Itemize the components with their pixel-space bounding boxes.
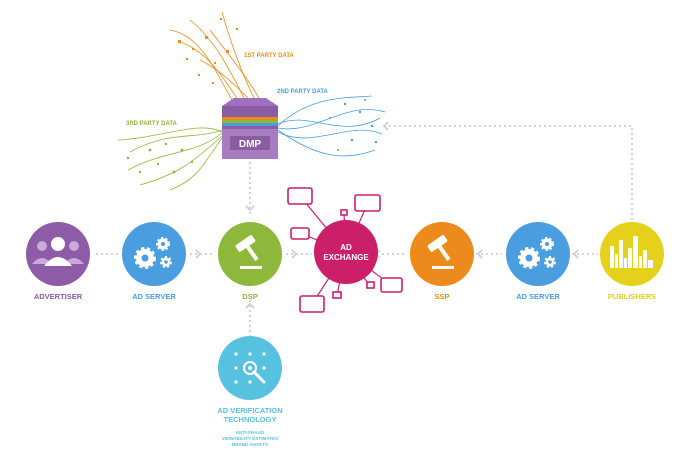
gavel-icon <box>235 235 262 269</box>
advertiser-label: ADVERTISER <box>34 292 83 301</box>
first-party-data-dots <box>178 18 238 84</box>
ad-server-right-label: AD SERVER <box>516 292 560 301</box>
first-party-data-stream <box>169 11 261 101</box>
dsp-label: DSP <box>242 292 257 301</box>
gears-icon <box>134 237 172 269</box>
gears-icon <box>518 237 556 269</box>
verification-sub-anti-fraud: ANTI-FRAUD <box>236 430 265 435</box>
magnifier-icon <box>234 352 266 384</box>
ad-exchange-label-line1: AD <box>340 243 352 252</box>
dsp-node <box>218 222 282 286</box>
connector-arrows <box>195 121 579 309</box>
verification-title-line2: TECHNOLOGY <box>224 415 277 424</box>
gavel-icon <box>427 235 454 269</box>
ad-exchange-label-line2: EXCHANGE <box>323 253 369 262</box>
third-party-data-label: 3RD PARTY DATA <box>126 121 178 127</box>
dmp-label: DMP <box>239 139 262 150</box>
skyline-icon <box>610 236 653 268</box>
connectors <box>96 125 633 336</box>
ssp-label: SSP <box>434 292 449 301</box>
verification-sub-viewability: VIEWABILITY ESTIMATES <box>222 436 279 441</box>
first-party-data-label: 1ST PARTY DATA <box>244 53 295 59</box>
advertiser-node <box>26 222 90 286</box>
verification-sub-brand-safety: BRAND-SAFETY <box>232 442 268 447</box>
second-party-data-label: 2ND PARTY DATA <box>277 89 329 95</box>
users-icon <box>32 241 84 264</box>
second-party-data-dots <box>329 99 378 151</box>
verification-title-line1: AD VERIFICATION <box>217 406 282 415</box>
ad-exchange-node: AD EXCHANGE <box>314 220 378 284</box>
ad-exchange-slots <box>287 187 403 313</box>
publishers-label: PUBLISHERS <box>608 292 656 301</box>
dmp-stack: DMP <box>222 98 278 159</box>
ad-server-right-node <box>506 222 570 286</box>
second-party-data-stream <box>277 95 386 157</box>
ssp-node <box>410 222 474 286</box>
third-party-data-dots <box>126 142 194 174</box>
ad-server-left-label: AD SERVER <box>132 292 176 301</box>
ad-verification-node <box>218 336 282 400</box>
publishers-node <box>600 222 664 286</box>
third-party-data-stream <box>117 127 223 191</box>
ad-server-left-node <box>122 222 186 286</box>
